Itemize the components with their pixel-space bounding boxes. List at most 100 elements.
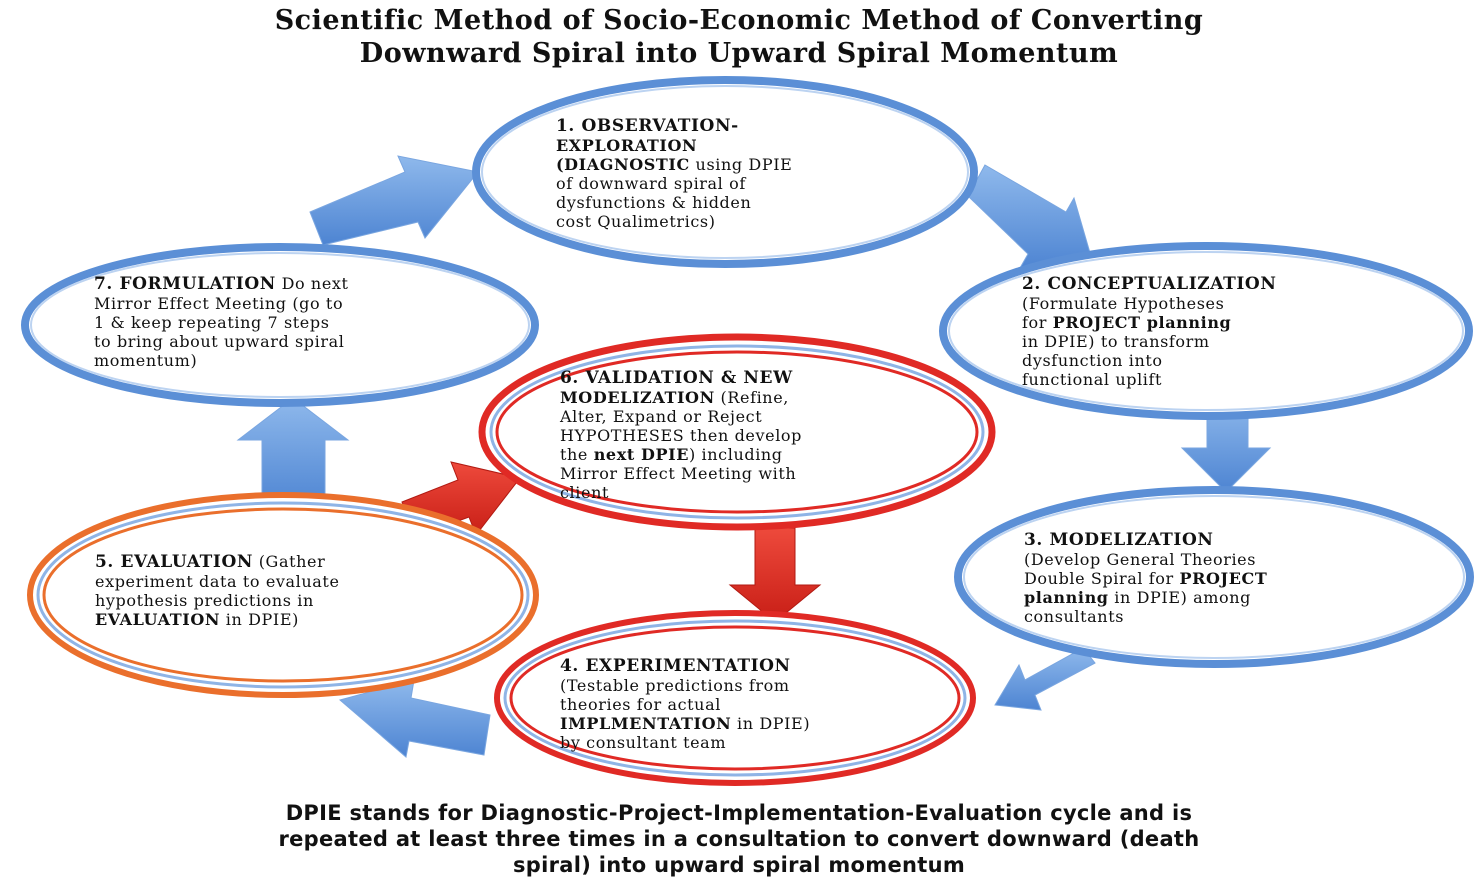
step-6-ellipse-inner xyxy=(495,350,979,514)
s5-line-1-run-1: 5. EVALUATION xyxy=(95,552,254,572)
s6-line-5: the next DPIE) including xyxy=(560,445,960,464)
s3-line-3-run-1: Double Spiral for xyxy=(1024,569,1180,588)
s4-line-5: by consultant team xyxy=(560,733,960,752)
step-2-text: 2. CONCEPTUALIZATION(Formulate Hypothese… xyxy=(1022,274,1442,390)
diagram-title: Scientific Method of Socio-Economic Meth… xyxy=(0,4,1478,70)
s2-line-5-run-1: dysfunction into xyxy=(1022,351,1163,370)
s1-line-1: 1. OBSERVATION- xyxy=(556,116,956,136)
step-3-ellipse xyxy=(954,486,1474,668)
s4-line-2: (Testable predictions from xyxy=(560,676,960,695)
s1-line-4-run-1: of downward spiral of xyxy=(556,174,746,193)
s1-line-5: dysfunctions & hidden xyxy=(556,193,956,212)
s2-line-2: (Formulate Hypotheses xyxy=(1022,294,1442,313)
s6-line-2: MODELIZATION (Refine, xyxy=(560,388,960,407)
s5-line-3-run-1: hypothesis predictions in xyxy=(95,591,314,610)
s6-line-6-run-1: Mirror Effect Meeting with xyxy=(560,464,797,483)
s1-line-1-run-1: 1. OBSERVATION- xyxy=(556,116,739,136)
s6-line-5-run-2: next DPIE xyxy=(593,445,690,464)
s1-line-2-run-1: EXPLORATION xyxy=(556,136,698,155)
step-3-text: 3. MODELIZATION(Develop General Theories… xyxy=(1024,530,1444,627)
s3-line-5: consultants xyxy=(1024,607,1444,626)
step-4-ellipse-inner xyxy=(509,625,961,771)
step-4-ellipse xyxy=(494,610,976,786)
s3-line-4-run-2: in DPIE) among xyxy=(1108,588,1252,607)
s3-line-3: Double Spiral for PROJECT xyxy=(1024,569,1444,588)
s5-line-1-run-2: (Gather xyxy=(253,552,326,571)
s3-line-2-run-1: (Develop General Theories xyxy=(1024,550,1257,569)
s2-line-1: 2. CONCEPTUALIZATION xyxy=(1022,274,1442,294)
step-2-ellipse-inner xyxy=(948,251,1464,411)
step-4-text: 4. EXPERIMENTATION(Testable predictions … xyxy=(560,656,960,753)
s1-line-4: of downward spiral of xyxy=(556,174,956,193)
s3-line-4-run-1: planning xyxy=(1024,588,1109,607)
s2-line-6: functional uplift xyxy=(1022,370,1442,389)
arrow-4-to-5 xyxy=(338,679,491,758)
s6-line-7-run-1: client xyxy=(560,483,609,502)
s2-line-1-run-1: 2. CONCEPTUALIZATION xyxy=(1022,274,1277,294)
step-6-ellipse-mid xyxy=(489,344,985,520)
s4-line-4-run-2: in DPIE) xyxy=(731,714,811,733)
s6-line-6: Mirror Effect Meeting with xyxy=(560,464,960,483)
s1-line-2: EXPLORATION xyxy=(556,136,956,155)
s2-line-2-run-1: (Formulate Hypotheses xyxy=(1022,294,1225,313)
step-7-ellipse-inner xyxy=(30,252,530,398)
step-1-ellipse-inner xyxy=(481,85,969,259)
step-5-ellipse-inner xyxy=(42,507,524,683)
s7-line-4: to bring about upward spiral xyxy=(94,332,514,351)
footer-line-3: spiral) into upward spiral momentum xyxy=(512,853,966,877)
s3-line-1-run-1: 3. MODELIZATION xyxy=(1024,530,1214,550)
s5-line-2: experiment data to evaluate xyxy=(95,572,515,591)
s6-line-3: Alter, Expand or Reject xyxy=(560,407,960,426)
arrow-6-to-4 xyxy=(728,527,822,623)
arrow-3-to-4 xyxy=(994,647,1096,711)
s6-line-7: client xyxy=(560,483,960,502)
arrow-7-to-1 xyxy=(309,155,479,246)
s3-line-4: planning in DPIE) among xyxy=(1024,588,1444,607)
s2-line-6-run-1: functional uplift xyxy=(1022,370,1163,389)
title-line-1: Scientific Method of Socio-Economic Meth… xyxy=(274,5,1204,36)
s3-line-1: 3. MODELIZATION xyxy=(1024,530,1444,550)
s1-line-5-run-1: dysfunctions & hidden xyxy=(556,193,752,212)
step-2-ellipse xyxy=(939,242,1473,420)
s1-line-6: cost Qualimetrics) xyxy=(556,212,956,231)
s4-line-3-run-1: theories for actual xyxy=(560,695,721,714)
s2-line-3-run-1: for xyxy=(1022,313,1053,332)
s4-line-3: theories for actual xyxy=(560,695,960,714)
s7-line-1: 7. FORMULATION Do next xyxy=(94,274,514,294)
s7-line-1-run-2: Do next xyxy=(275,274,349,293)
s6-line-1-run-1: 6. VALIDATION & NEW xyxy=(560,368,793,388)
s4-line-4-run-1: IMPLMENTATION xyxy=(560,714,732,733)
s2-line-5: dysfunction into xyxy=(1022,351,1442,370)
step-7-ellipse xyxy=(21,243,539,407)
s5-line-4-run-2: in DPIE) xyxy=(220,610,299,629)
s5-line-4: EVALUATION in DPIE) xyxy=(95,610,515,629)
step-5-ellipse xyxy=(27,492,539,698)
s6-line-4-run-1: HYPOTHESES then develop xyxy=(560,426,802,445)
s6-line-3-run-1: Alter, Expand or Reject xyxy=(560,407,763,426)
s7-line-2: Mirror Effect Meeting (go to xyxy=(94,294,514,313)
s7-line-2-run-1: Mirror Effect Meeting (go to xyxy=(94,294,344,313)
s4-line-5-run-1: by consultant team xyxy=(560,733,727,752)
s4-line-1-run-1: 4. EXPERIMENTATION xyxy=(560,656,791,676)
s7-line-4-run-1: to bring about upward spiral xyxy=(94,332,345,351)
s4-line-4: IMPLMENTATION in DPIE) xyxy=(560,714,960,733)
s2-line-3: for PROJECT planning xyxy=(1022,313,1442,332)
step-4-ellipse-mid xyxy=(503,619,967,777)
s5-line-2-run-1: experiment data to evaluate xyxy=(95,572,340,591)
step-3-ellipse-inner xyxy=(963,495,1465,659)
step-5-ellipse-mid xyxy=(36,501,530,689)
s7-line-1-run-1: 7. FORMULATION xyxy=(94,274,276,294)
s1-line-6-run-1: cost Qualimetrics) xyxy=(556,212,716,231)
s1-line-3: (DIAGNOSTIC using DPIE xyxy=(556,155,956,174)
footer-line-2: repeated at least three times in a consu… xyxy=(278,827,1200,851)
title-line-2: Downward Spiral into Upward Spiral Momen… xyxy=(359,38,1119,69)
s2-line-4: in DPIE) to transform xyxy=(1022,332,1442,351)
diagram-footer-note: DPIE stands for Diagnostic-Project-Imple… xyxy=(0,800,1478,878)
step-1-text: 1. OBSERVATION-EXPLORATION(DIAGNOSTIC us… xyxy=(556,116,956,232)
s7-line-3-run-1: 1 & keep repeating 7 steps xyxy=(94,313,330,332)
s3-line-5-run-1: consultants xyxy=(1024,607,1125,626)
s6-line-2-run-2: (Refine, xyxy=(714,388,789,407)
